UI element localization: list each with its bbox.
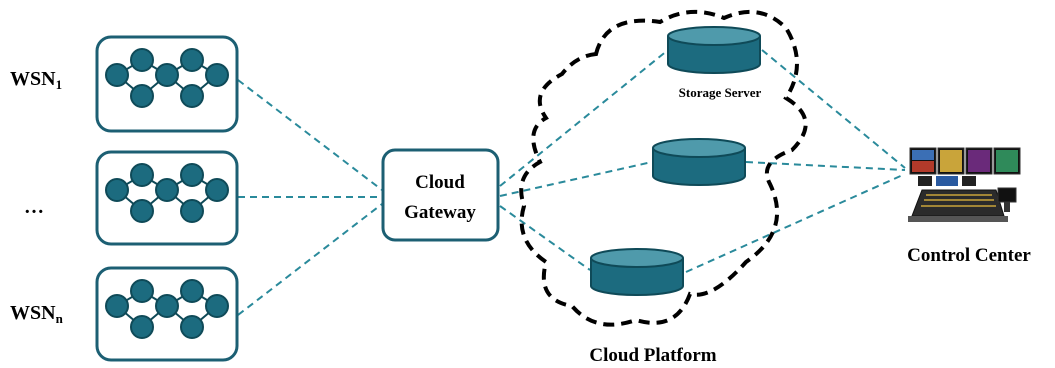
storage-server-label: Storage Server — [679, 85, 762, 100]
wsn-box-1 — [95, 35, 239, 133]
link-server2-control — [745, 161, 906, 171]
connection-links — [237, 49, 906, 316]
cloud-gateway: Cloud Gateway — [381, 148, 500, 242]
control-center-label: Control Center — [907, 245, 1031, 266]
wsnn-label: WSNn — [10, 302, 64, 326]
wsn-ellipsis: … — [24, 196, 44, 218]
control-center-icon — [908, 147, 1021, 222]
link-gateway-server2 — [499, 161, 653, 197]
storage-server-icon — [667, 26, 761, 74]
server-icon-middle — [652, 138, 746, 186]
cloud-outline — [519, 9, 808, 327]
link-wsnn-gateway — [237, 203, 383, 316]
gateway-line1: Cloud — [415, 172, 465, 193]
gateway-line2: Gateway — [404, 202, 476, 223]
link-gateway-storage — [499, 49, 669, 187]
wsn-box-middle — [95, 150, 239, 246]
cloud-platform-label: Cloud Platform — [589, 345, 716, 366]
link-gateway-server3 — [499, 205, 591, 271]
wsn-box-n — [95, 266, 239, 362]
server-icon-bottom — [590, 248, 684, 296]
wsn1-label: WSN1 — [10, 68, 62, 92]
link-server3-control — [685, 173, 906, 273]
link-storage-control — [761, 49, 906, 169]
link-wsn1-gateway — [237, 79, 383, 191]
